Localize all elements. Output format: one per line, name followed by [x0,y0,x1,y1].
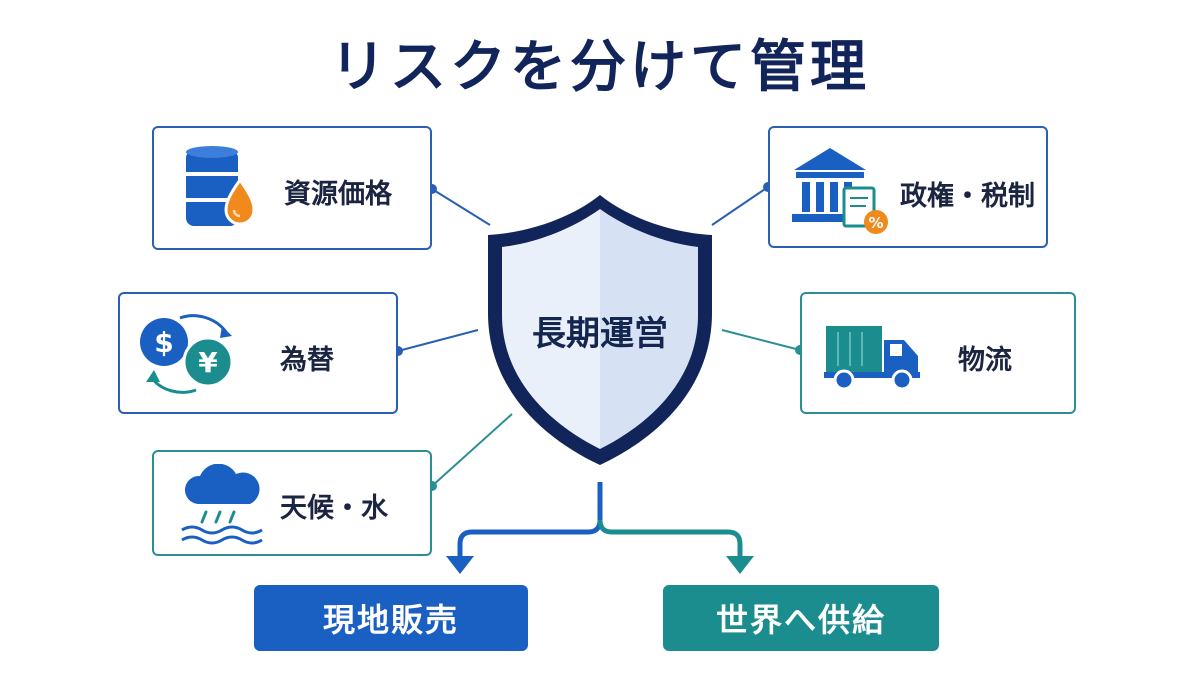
split-arrow-local [457,482,603,558]
connector-politics [711,186,769,226]
yen-sign: ¥ [198,346,218,379]
connector-weather [431,413,513,487]
risk-card-fx: $ ¥ 為替 [118,292,398,414]
percent-sign: % [868,214,883,232]
arrowhead-local [446,556,474,574]
government-building-icon: % [792,148,888,234]
connector-fx [397,329,479,352]
risk-card-resource-price: 資源価格 [152,126,432,250]
risk-label-logistics: 物流 [958,345,1012,376]
outcome-local-sales: 現地販売 [254,585,528,651]
split-arrow-global [597,519,743,558]
risk-label-fx: 為替 [280,345,334,376]
oil-barrel-icon [186,146,256,226]
risk-card-politics-tax: % 政権・税制 [768,126,1048,248]
risk-card-weather-water: 天候・水 [152,450,432,556]
rain-cloud-icon [181,464,263,545]
risk-card-logistics: 物流 [800,292,1076,414]
currency-exchange-icon: $ ¥ [140,314,234,394]
connector-resource-price [431,188,491,226]
dollar-sign: $ [154,326,173,359]
truck-icon [824,326,920,391]
shield-label: 長期運営 [532,314,668,354]
connector-logistics [721,329,801,351]
page-title: リスクを分けて管理 [330,35,870,100]
risk-label-resource-price: 資源価格 [284,179,392,210]
outcome-global-supply: 世界へ供給 [663,585,939,651]
arrowhead-global [726,556,754,574]
risk-label-politics-tax: 政権・税制 [900,181,1035,212]
risk-label-weather-water: 天候・水 [280,493,388,524]
shield-icon [488,195,712,465]
